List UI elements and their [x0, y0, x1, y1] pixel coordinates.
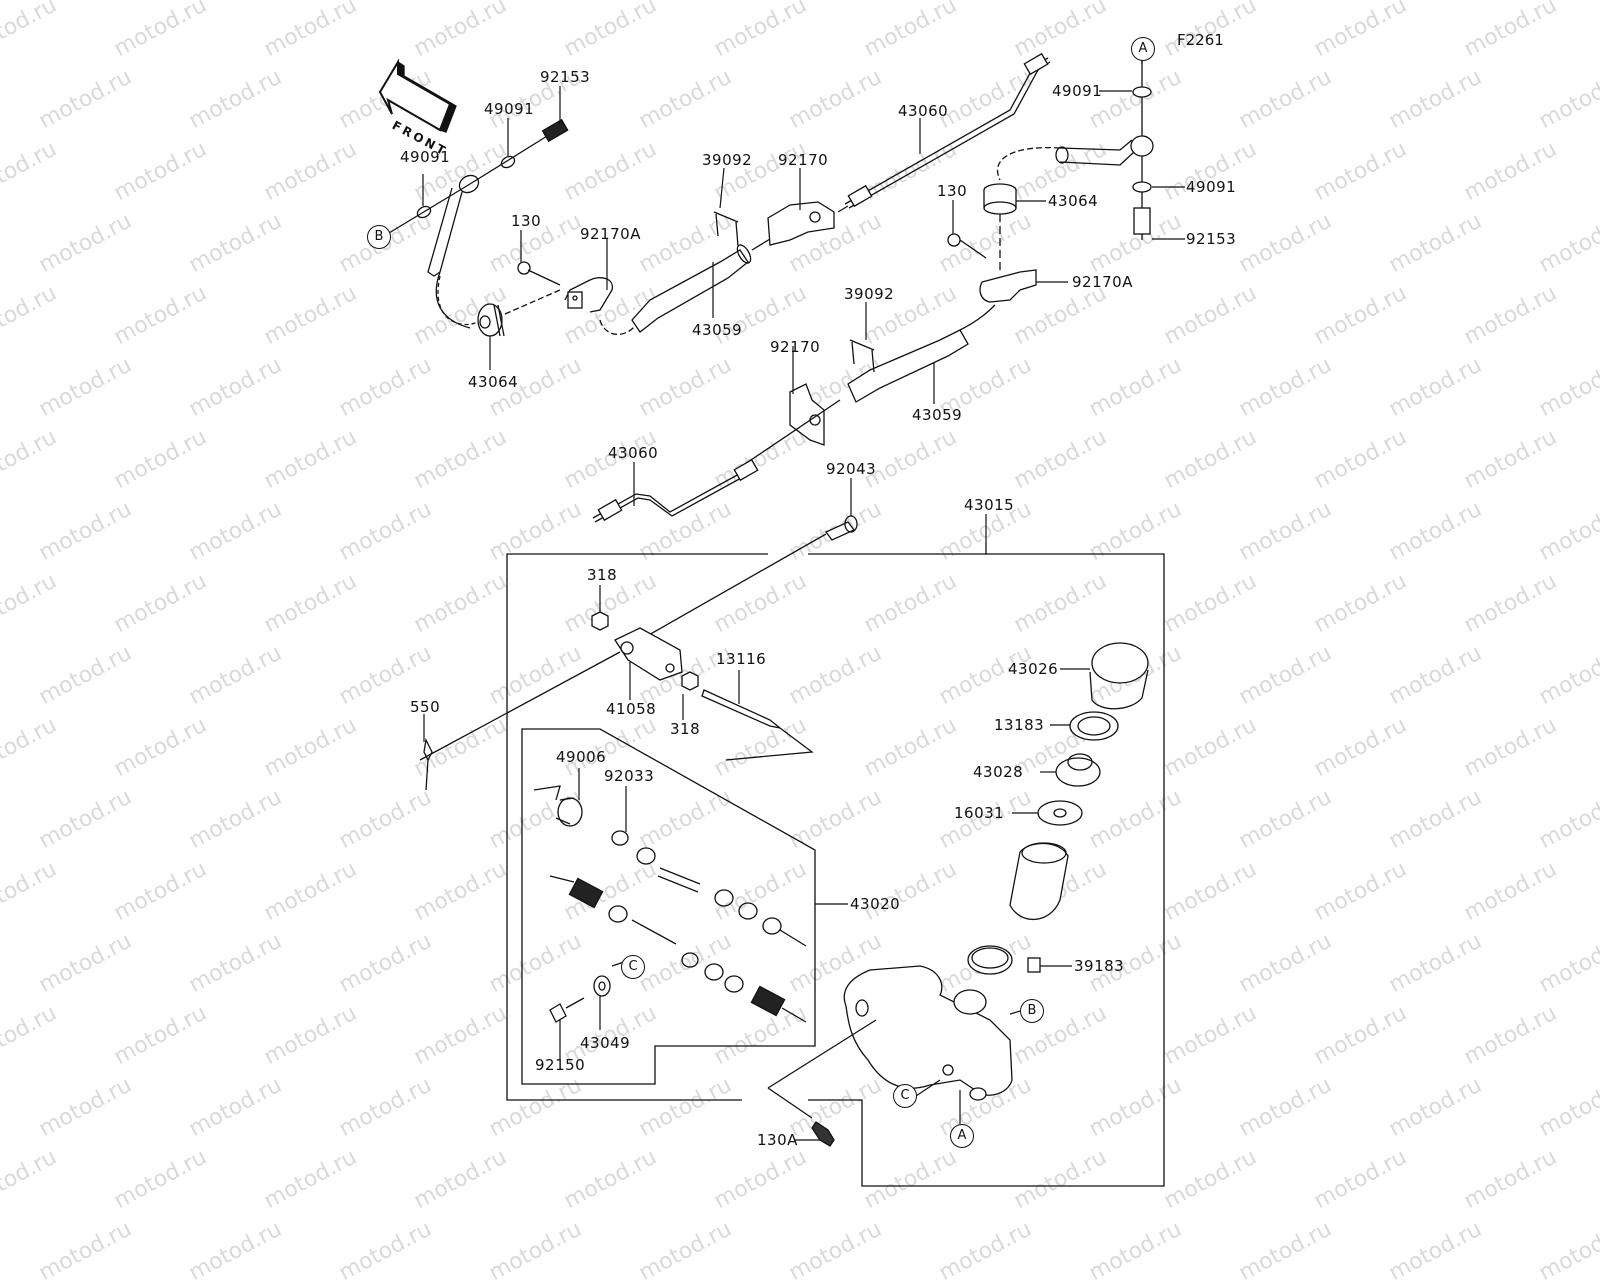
- diaphragm-43028: [1055, 753, 1101, 787]
- front-arrow-icon: [378, 58, 457, 133]
- part-label-92170A-right[interactable]: 92170A: [1072, 273, 1133, 291]
- watermark-text: motod.ru: [1235, 1216, 1336, 1286]
- watermark-text: motod.ru: [1385, 1216, 1486, 1286]
- part-label-43064-right[interactable]: 43064: [1048, 192, 1099, 210]
- part-label-39183[interactable]: 39183: [1074, 957, 1125, 975]
- clip-39092-mid: [849, 339, 875, 373]
- watermark-text: motod.ru: [335, 1216, 436, 1286]
- grommet-43064-left: [437, 275, 561, 337]
- cotter-pin-550: [423, 737, 433, 791]
- part-label-43015[interactable]: 43015: [964, 496, 1015, 514]
- watermark-text: motod.ru: [185, 1216, 286, 1286]
- cylinder-43059-mid: [847, 304, 996, 403]
- part-label-43060-top[interactable]: 43060: [898, 102, 949, 120]
- part-label-92170-mid[interactable]: 92170: [770, 338, 821, 356]
- part-label-92153-left[interactable]: 92153: [540, 68, 591, 86]
- part-label-318-b[interactable]: 318: [670, 720, 701, 738]
- clevis-41058: [419, 627, 683, 761]
- cup-49006: [533, 785, 583, 827]
- watermark-text: motod.ru: [935, 1216, 1036, 1286]
- figure-code: F2261: [1177, 31, 1224, 49]
- part-label-49091-right-2[interactable]: 49091: [1186, 178, 1237, 196]
- master-cylinder-body: [767, 965, 1013, 1119]
- parts-diagram: [378, 52, 1185, 1187]
- part-label-13183[interactable]: 13183: [994, 716, 1045, 734]
- part-label-92150[interactable]: 92150: [535, 1056, 586, 1074]
- ref-marker-a-top: A: [1131, 37, 1155, 61]
- part-label-43026[interactable]: 43026: [1008, 660, 1059, 678]
- part-label-43060-mid[interactable]: 43060: [608, 444, 659, 462]
- ref-marker-b-top: B: [367, 225, 391, 249]
- washer-16031: [1037, 800, 1083, 826]
- part-label-130-right[interactable]: 130: [937, 182, 968, 200]
- part-label-39092-top[interactable]: 39092: [702, 151, 753, 169]
- assembly-frame-43015: [506, 542, 1165, 1187]
- part-label-130-left[interactable]: 130: [511, 212, 542, 230]
- part-label-49091-right-1[interactable]: 49091: [1052, 82, 1103, 100]
- plate-13183: [1069, 711, 1119, 741]
- watermark-text: motod.ru: [1535, 1216, 1600, 1286]
- clip-39092-top: [713, 211, 739, 247]
- part-label-92170A-left[interactable]: 92170A: [580, 225, 641, 243]
- pin-92043: [639, 515, 858, 641]
- part-label-43059-mid[interactable]: 43059: [912, 406, 963, 424]
- banjo-hose-right: [996, 60, 1154, 240]
- hose-clamp-39183: [967, 945, 1041, 975]
- part-label-13116[interactable]: 13116: [716, 650, 767, 668]
- clamp-92170A-left: [517, 261, 613, 313]
- circlip-92033: [611, 830, 807, 947]
- watermark-text: motod.ru: [785, 1216, 886, 1286]
- part-label-39092-mid[interactable]: 39092: [844, 285, 895, 303]
- clamp-92170A-right: [947, 233, 1037, 303]
- part-label-318-a[interactable]: 318: [587, 566, 618, 584]
- watermark-text: motod.ru: [635, 1216, 736, 1286]
- part-label-43064-left[interactable]: 43064: [468, 373, 519, 391]
- part-label-92033[interactable]: 92033: [604, 767, 655, 785]
- ref-marker-b-bottom: B: [1020, 999, 1044, 1023]
- ref-marker-a-bottom: A: [950, 1124, 974, 1148]
- part-label-550[interactable]: 550: [410, 698, 441, 716]
- ref-marker-c-left: C: [621, 955, 645, 979]
- brake-line-43060-mid: [592, 458, 759, 523]
- part-label-49091-left-1[interactable]: 49091: [484, 100, 535, 118]
- part-label-43059-top[interactable]: 43059: [692, 321, 743, 339]
- banjo-hose-left: [383, 118, 569, 329]
- part-label-130A[interactable]: 130A: [757, 1131, 798, 1149]
- part-label-16031[interactable]: 16031: [954, 804, 1005, 822]
- part-label-43028[interactable]: 43028: [973, 763, 1024, 781]
- washer-43049: [593, 975, 611, 997]
- part-label-49006[interactable]: 49006: [556, 748, 607, 766]
- rod-13116: [701, 689, 814, 761]
- bracket-92170-top: [767, 201, 849, 246]
- bracket-92170-mid: [741, 383, 841, 467]
- part-label-92153-right[interactable]: 92153: [1186, 230, 1237, 248]
- part-label-49091-left-2[interactable]: 49091: [400, 148, 451, 166]
- spring-lower: [549, 875, 807, 1023]
- part-label-92170-top[interactable]: 92170: [778, 151, 829, 169]
- ref-marker-c-bottom: C: [893, 1084, 917, 1108]
- bolt-130A: [811, 1121, 835, 1147]
- assembly-frame-43020: [521, 728, 816, 1085]
- watermark-text: motod.ru: [485, 1216, 586, 1286]
- reservoir: [1009, 842, 1069, 921]
- part-label-43049[interactable]: 43049: [580, 1034, 631, 1052]
- grommet-43064-right: [983, 183, 1017, 270]
- bolt-92150: [549, 997, 585, 1023]
- watermark-text: motod.ru: [1085, 1216, 1186, 1286]
- part-label-43020[interactable]: 43020: [850, 895, 901, 913]
- cap-43026: [1089, 642, 1149, 710]
- brake-line-43060-top: [844, 52, 1051, 209]
- part-label-41058[interactable]: 41058: [606, 700, 657, 718]
- part-label-92043[interactable]: 92043: [826, 460, 877, 478]
- leader-lines: [378, 60, 1185, 1141]
- watermark-text: motod.ru: [35, 1216, 136, 1286]
- cylinder-43059-left: [599, 235, 776, 335]
- nut-318: [591, 611, 699, 691]
